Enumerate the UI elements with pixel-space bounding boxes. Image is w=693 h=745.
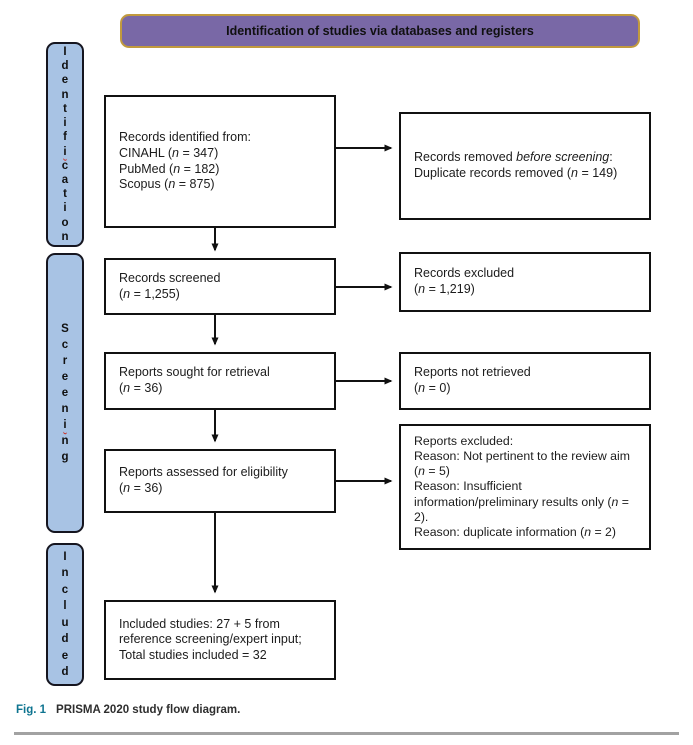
box-reports-sought: Reports sought for retrieval(n = 36) — [104, 352, 336, 410]
box-reports-not-retrieved: Reports not retrieved(n = 0) — [399, 352, 651, 410]
box-reports-excluded-reasons: Reports excluded:Reason: Not pertinent t… — [399, 424, 651, 550]
box-included-studies: Included studies: 27 + 5 from reference … — [104, 600, 336, 680]
box-reports-assessed: Reports assessed for eligibility(n = 36) — [104, 449, 336, 513]
bottom-divider — [14, 732, 679, 735]
diagram-header-banner: Identification of studies via databases … — [120, 14, 640, 48]
figure-caption: Fig. 1 PRISMA 2020 study flow diagram. — [16, 704, 240, 716]
figure-caption-text: PRISMA 2020 study flow diagram. — [56, 704, 241, 716]
diagram-header-title: Identification of studies via databases … — [226, 24, 534, 38]
box-records-excluded: Records excluded(n = 1,219) — [399, 252, 651, 312]
box-records-screened: Records screened(n = 1,255) — [104, 258, 336, 315]
box-records-removed: Records removed before screening:Duplica… — [399, 112, 651, 220]
box-records-identified: Records identified from:CINAHL (n = 347)… — [104, 95, 336, 228]
figure-caption-label: Fig. 1 — [16, 704, 47, 716]
